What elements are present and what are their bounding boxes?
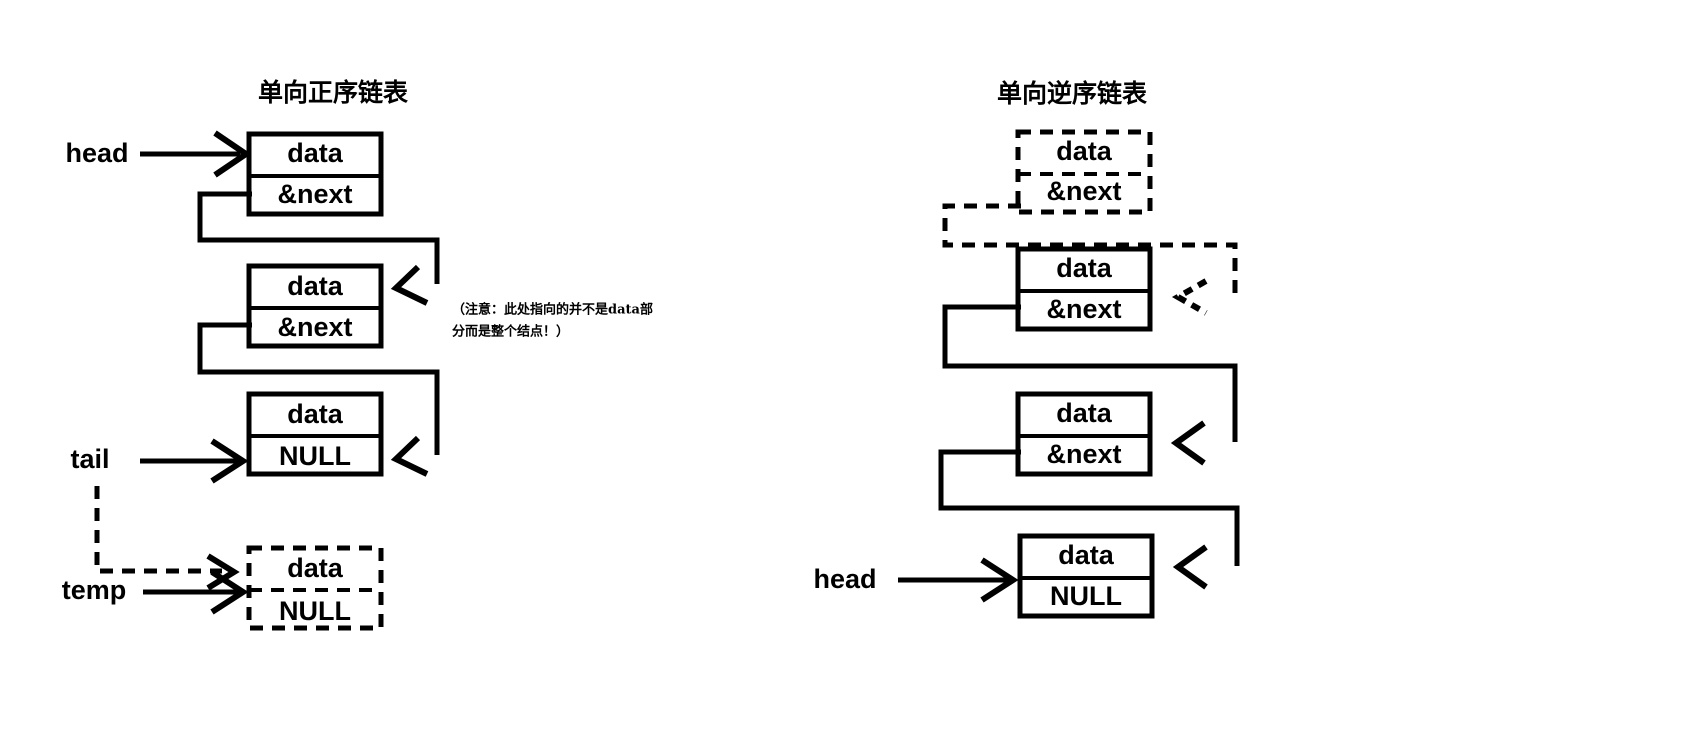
right-link-2-to-3 <box>938 449 1240 590</box>
right-node-3: data NULL <box>1017 533 1155 619</box>
arrowhead-icon <box>213 130 252 178</box>
arrowhead-icon <box>390 264 429 306</box>
pointer-label-head-right: head <box>813 564 876 594</box>
left-diagram-title: 单向正序链表 <box>258 78 409 107</box>
right-node-1-next: &next <box>1046 294 1121 324</box>
right-node-0: data &next <box>1015 129 1153 215</box>
left-link-0-path <box>197 191 440 284</box>
left-node-0-data: data <box>287 138 344 168</box>
pointer-tail-left: tail <box>70 438 249 591</box>
left-link-1-to-2 <box>197 322 440 477</box>
arrowhead-icon <box>1170 420 1206 466</box>
left-diagram: 单向正序链表 head data &next data &next <box>62 78 653 631</box>
left-node-3-data: data <box>287 553 344 583</box>
pointer-label-temp: temp <box>62 575 127 605</box>
right-node-2: data &next <box>1015 391 1153 477</box>
right-node-0-next: &next <box>1046 176 1121 206</box>
left-link-0-to-1 <box>197 191 440 306</box>
right-node-2-data: data <box>1056 398 1113 428</box>
right-diagram-title: 单向逆序链表 <box>997 79 1148 108</box>
right-node-0-data: data <box>1056 136 1113 166</box>
arrowhead-icon <box>210 569 249 615</box>
left-diagram-annotation: （注意：此处指向的并不是data部 分而是整个结点！） <box>452 302 653 340</box>
left-node-1-data: data <box>287 271 344 301</box>
left-node-2: data NULL <box>246 391 384 477</box>
left-node-3: data NULL <box>246 545 384 631</box>
left-node-0-next: &next <box>277 179 352 209</box>
pointer-head-left: head <box>65 130 252 178</box>
arrowhead-icon <box>390 435 429 477</box>
right-node-3-next: NULL <box>1050 581 1122 611</box>
pointer-head-right: head <box>813 557 1019 603</box>
right-link-0-path <box>942 203 1238 300</box>
arrowhead-icon <box>1172 544 1208 590</box>
right-link-1-to-2 <box>942 304 1238 466</box>
annotation-line-1: （注意：此处指向的并不是data部 <box>452 302 653 318</box>
arrowhead-icon <box>206 553 240 591</box>
left-node-1: data &next <box>246 263 384 349</box>
annotation-line-2: 分而是整个结点！） <box>452 324 569 340</box>
right-node-1-data: data <box>1056 253 1113 283</box>
arrowhead-icon <box>980 557 1019 603</box>
arrowhead-icon <box>210 438 249 484</box>
pointer-label-tail: tail <box>70 444 109 474</box>
right-node-1: data &next <box>1015 246 1153 332</box>
pointer-label-head: head <box>65 138 128 168</box>
pointer-tail-dashed-link <box>94 486 222 574</box>
left-node-0: data &next <box>246 131 384 217</box>
left-node-2-next: NULL <box>279 441 351 471</box>
arrowhead-icon <box>1171 278 1208 316</box>
right-link-0-to-1 <box>942 203 1238 316</box>
right-node-3-data: data <box>1058 540 1115 570</box>
right-link-1-path <box>942 304 1238 442</box>
right-link-2-path <box>938 449 1240 566</box>
pointer-temp-left: temp <box>62 569 249 615</box>
left-link-1-path <box>197 322 440 455</box>
left-node-2-data: data <box>287 399 344 429</box>
right-node-2-next: &next <box>1046 439 1121 469</box>
left-node-3-next: NULL <box>279 596 351 626</box>
left-node-1-next: &next <box>277 312 352 342</box>
right-diagram: 单向逆序链表 data &next data &next <box>813 79 1240 619</box>
